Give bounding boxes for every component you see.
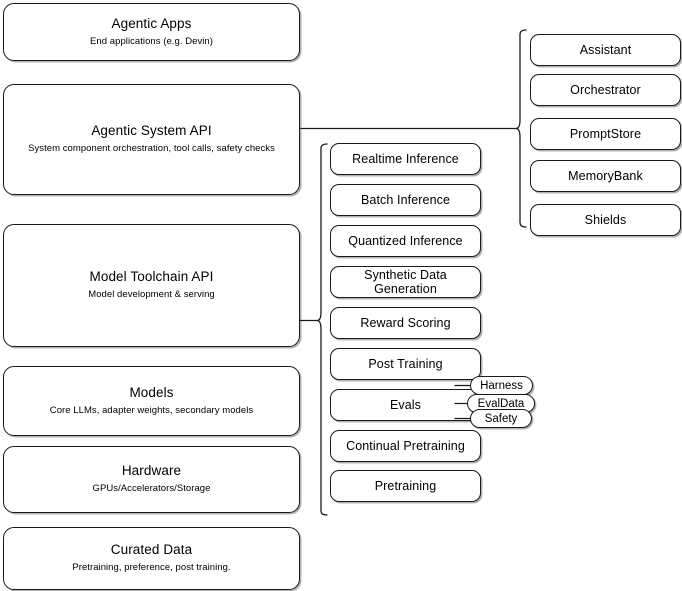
- layer-subtitle: System component orchestration, tool cal…: [28, 143, 275, 155]
- layer-agentic-system-api[interactable]: Agentic System API System component orch…: [3, 84, 300, 195]
- layer-models[interactable]: Models Core LLMs, adapter weights, secon…: [3, 366, 300, 436]
- layer-title: Hardware: [121, 463, 182, 479]
- layer-subtitle: End applications (e.g. Devin): [90, 35, 213, 47]
- layer-subtitle: Core LLMs, adapter weights, secondary mo…: [49, 404, 254, 416]
- brace-toolchain-components: [316, 143, 328, 516]
- pill-post-training[interactable]: Post Training: [330, 348, 481, 380]
- layer-subtitle: GPUs/Accelerators/Storage: [92, 483, 211, 495]
- layer-title: Curated Data: [110, 542, 193, 558]
- mini-pill-safety[interactable]: Safety: [470, 409, 532, 428]
- pill-pretraining[interactable]: Pretraining: [330, 470, 481, 502]
- layer-curated-data[interactable]: Curated Data Pretraining, preference, po…: [3, 527, 300, 590]
- pill-assistant[interactable]: Assistant: [530, 34, 681, 66]
- pill-memorybank[interactable]: MemoryBank: [530, 160, 681, 192]
- pill-realtime-inference[interactable]: Realtime Inference: [330, 143, 481, 175]
- layer-title: Model Toolchain API: [89, 269, 214, 285]
- layer-model-toolchain-api[interactable]: Model Toolchain API Model development & …: [3, 224, 300, 347]
- pill-shields[interactable]: Shields: [530, 204, 681, 236]
- layer-subtitle: Model development & serving: [88, 289, 215, 301]
- layer-title: Agentic Apps: [111, 15, 192, 31]
- layer-title: Agentic System API: [91, 123, 212, 139]
- pill-evals[interactable]: Evals: [330, 389, 481, 421]
- pill-promptstore[interactable]: PromptStore: [530, 118, 681, 150]
- layer-hardware[interactable]: Hardware GPUs/Accelerators/Storage: [3, 446, 300, 513]
- pill-orchestrator[interactable]: Orchestrator: [530, 74, 681, 106]
- layer-subtitle: Pretraining, preference, post training.: [72, 562, 231, 574]
- mini-pill-harness[interactable]: Harness: [470, 376, 533, 395]
- pill-reward-scoring[interactable]: Reward Scoring: [330, 307, 481, 339]
- brace-system-components: [515, 29, 527, 228]
- pill-batch-inference[interactable]: Batch Inference: [330, 184, 481, 216]
- layer-agentic-apps[interactable]: Agentic Apps End applications (e.g. Devi…: [3, 3, 300, 61]
- pill-synthetic-data-generation[interactable]: Synthetic Data Generation: [330, 266, 481, 298]
- layer-title: Models: [129, 384, 174, 400]
- pill-continual-pretraining[interactable]: Continual Pretraining: [330, 430, 481, 462]
- pill-quantized-inference[interactable]: Quantized Inference: [330, 225, 481, 257]
